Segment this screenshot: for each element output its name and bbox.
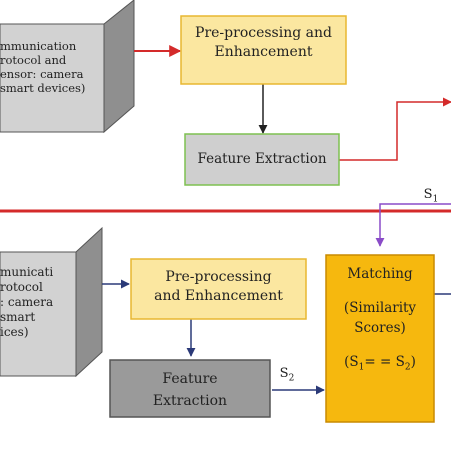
bottom-feature-box bbox=[109, 359, 271, 418]
matching-line-2: (Similarity bbox=[343, 300, 417, 316]
matching-spacer bbox=[326, 284, 434, 298]
s2-base: S bbox=[279, 366, 289, 381]
top-preprocess-box bbox=[180, 15, 347, 85]
top-feature-label: Feature Extraction bbox=[185, 151, 339, 168]
s1-arrow bbox=[375, 203, 451, 247]
bottom-device-box bbox=[0, 226, 103, 378]
bottom-device-line-2: rotocol bbox=[0, 280, 43, 294]
s1-base: S bbox=[423, 187, 433, 202]
eq-s2-base: S bbox=[395, 354, 405, 370]
top-preprocess-label: Pre-processing and Enhancement bbox=[181, 24, 346, 62]
bottom-device-line-3: : camera bbox=[0, 295, 54, 309]
top-device-line-1: mmunication bbox=[0, 39, 77, 53]
eq-s2-sub: 2 bbox=[404, 362, 411, 373]
top-feature-text: Feature Extraction bbox=[197, 151, 327, 167]
bottom-device-line-4: smart bbox=[0, 310, 36, 324]
top-feature-to-matching-arrow bbox=[338, 97, 451, 161]
bottom-device-text: municati rotocol : camera smart ices) bbox=[0, 265, 76, 340]
eq-s1-base: S bbox=[349, 354, 359, 370]
top-device-text: mmunication rotocol and ensor: camera sm… bbox=[0, 39, 103, 95]
matching-line-3: Scores) bbox=[354, 320, 406, 336]
bottom-preprocess-line-1: Pre-processing bbox=[165, 269, 272, 285]
top-device-line-2: rotocol and bbox=[0, 53, 67, 67]
bottom-device-line-1: municati bbox=[0, 265, 54, 279]
top-feature-box bbox=[184, 133, 340, 186]
matching-equation: (S1= = S2) bbox=[344, 354, 416, 373]
bottom-preprocess-line-2: and Enhancement bbox=[154, 288, 283, 304]
top-preprocess-line-1: Pre-processing and bbox=[195, 25, 332, 41]
matching-title: Matching bbox=[347, 266, 413, 282]
matching-label: Matching (Similarity Scores) (S1= = S2) bbox=[326, 264, 434, 378]
s1-label: S1 bbox=[416, 187, 446, 208]
eq-operator: = = bbox=[364, 354, 392, 370]
matching-spacer-2 bbox=[326, 338, 434, 352]
eq-s1-sub: 1 bbox=[358, 362, 365, 373]
top-device-line-3: ensor: camera bbox=[0, 67, 84, 81]
bottom-preprocess-label: Pre-processing and Enhancement bbox=[131, 268, 306, 306]
s2-sub: 2 bbox=[288, 373, 295, 384]
bottom-feature-line-2: Extraction bbox=[152, 393, 228, 409]
s2-label: S2 bbox=[272, 366, 302, 387]
matching-box bbox=[325, 254, 435, 423]
bottom-feature-line-1: Feature bbox=[162, 371, 218, 387]
bottom-feature-label: Feature Extraction bbox=[110, 368, 270, 412]
s1-sub: 1 bbox=[432, 194, 439, 205]
top-device-line-4: smart devices) bbox=[0, 81, 86, 95]
top-preprocess-line-2: Enhancement bbox=[214, 44, 313, 60]
top-device-box bbox=[0, 0, 135, 134]
bottom-preprocess-box bbox=[130, 258, 307, 320]
bottom-device-line-5: ices) bbox=[0, 325, 29, 339]
